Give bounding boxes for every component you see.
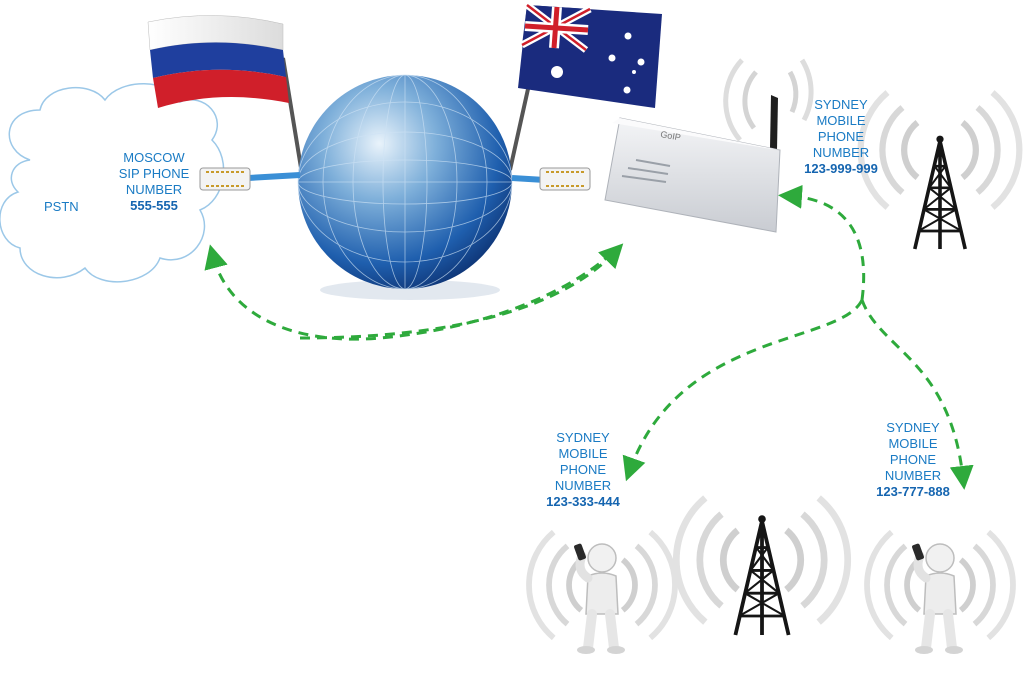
globe-icon xyxy=(297,74,513,300)
sydney-right-line-1: SYDNEY xyxy=(886,420,940,435)
moscow-sip-label: MOSCOW SIP PHONE NUMBER 555-555 xyxy=(103,150,205,214)
sydney-gateway-number: 123-999-999 xyxy=(804,161,878,176)
ethernet-cable-icon xyxy=(199,167,591,191)
person-phone-icon-left xyxy=(529,532,675,654)
goip-gateway-icon: GoIP xyxy=(604,95,781,233)
call-route-arrows xyxy=(204,184,974,490)
sydney-gateway-label: SYDNEY MOBILE PHONE NUMBER 123-999-999 xyxy=(796,97,886,177)
moscow-line-1: MOSCOW xyxy=(123,150,185,165)
arrow-globe-to-pstn xyxy=(204,244,614,341)
pstn-label: PSTN xyxy=(44,199,79,214)
sydney-left-line-3: PHONE xyxy=(559,462,607,477)
arrow-to-gateway xyxy=(778,184,866,301)
cell-tower-icon-bottom xyxy=(676,498,847,637)
moscow-line-2: SIP PHONE xyxy=(118,166,190,181)
sydney-right-number: 123-777-888 xyxy=(876,484,950,499)
moscow-number: 555-555 xyxy=(130,198,178,213)
sydney-left-number: 123-333-444 xyxy=(546,494,620,509)
sydney-left-line-1: SYDNEY xyxy=(556,430,610,445)
sydney-left-label: SYDNEY MOBILE PHONE NUMBER 123-333-444 xyxy=(532,430,634,510)
sydney-gateway-line-3: PHONE xyxy=(817,129,865,144)
person-phone-icon-right xyxy=(867,532,1013,654)
sydney-left-line-4: NUMBER xyxy=(554,478,612,493)
sydney-right-line-4: NUMBER xyxy=(884,468,942,483)
sydney-gateway-line-4: NUMBER xyxy=(812,145,870,160)
sydney-gateway-line-2: MOBILE xyxy=(816,113,866,128)
australia-flag-icon xyxy=(508,2,662,171)
sydney-gateway-line-1: SYDNEY xyxy=(814,97,868,112)
pstn-cloud-icon xyxy=(0,83,225,283)
russia-flag-icon xyxy=(147,15,305,181)
arrow-to-left-phone xyxy=(622,299,864,482)
arrow-to-right-phone xyxy=(860,299,974,490)
sydney-right-line-3: PHONE xyxy=(889,452,937,467)
goip-brand-label: GoIP xyxy=(660,129,682,142)
sydney-right-label: SYDNEY MOBILE PHONE NUMBER 123-777-888 xyxy=(862,420,964,500)
radio-wave-icon-gateway xyxy=(723,58,814,142)
sydney-left-line-2: MOBILE xyxy=(558,446,608,461)
arrow-pstn-to-gateway xyxy=(299,243,624,340)
sydney-right-line-2: MOBILE xyxy=(888,436,938,451)
moscow-line-3: NUMBER xyxy=(125,182,183,197)
